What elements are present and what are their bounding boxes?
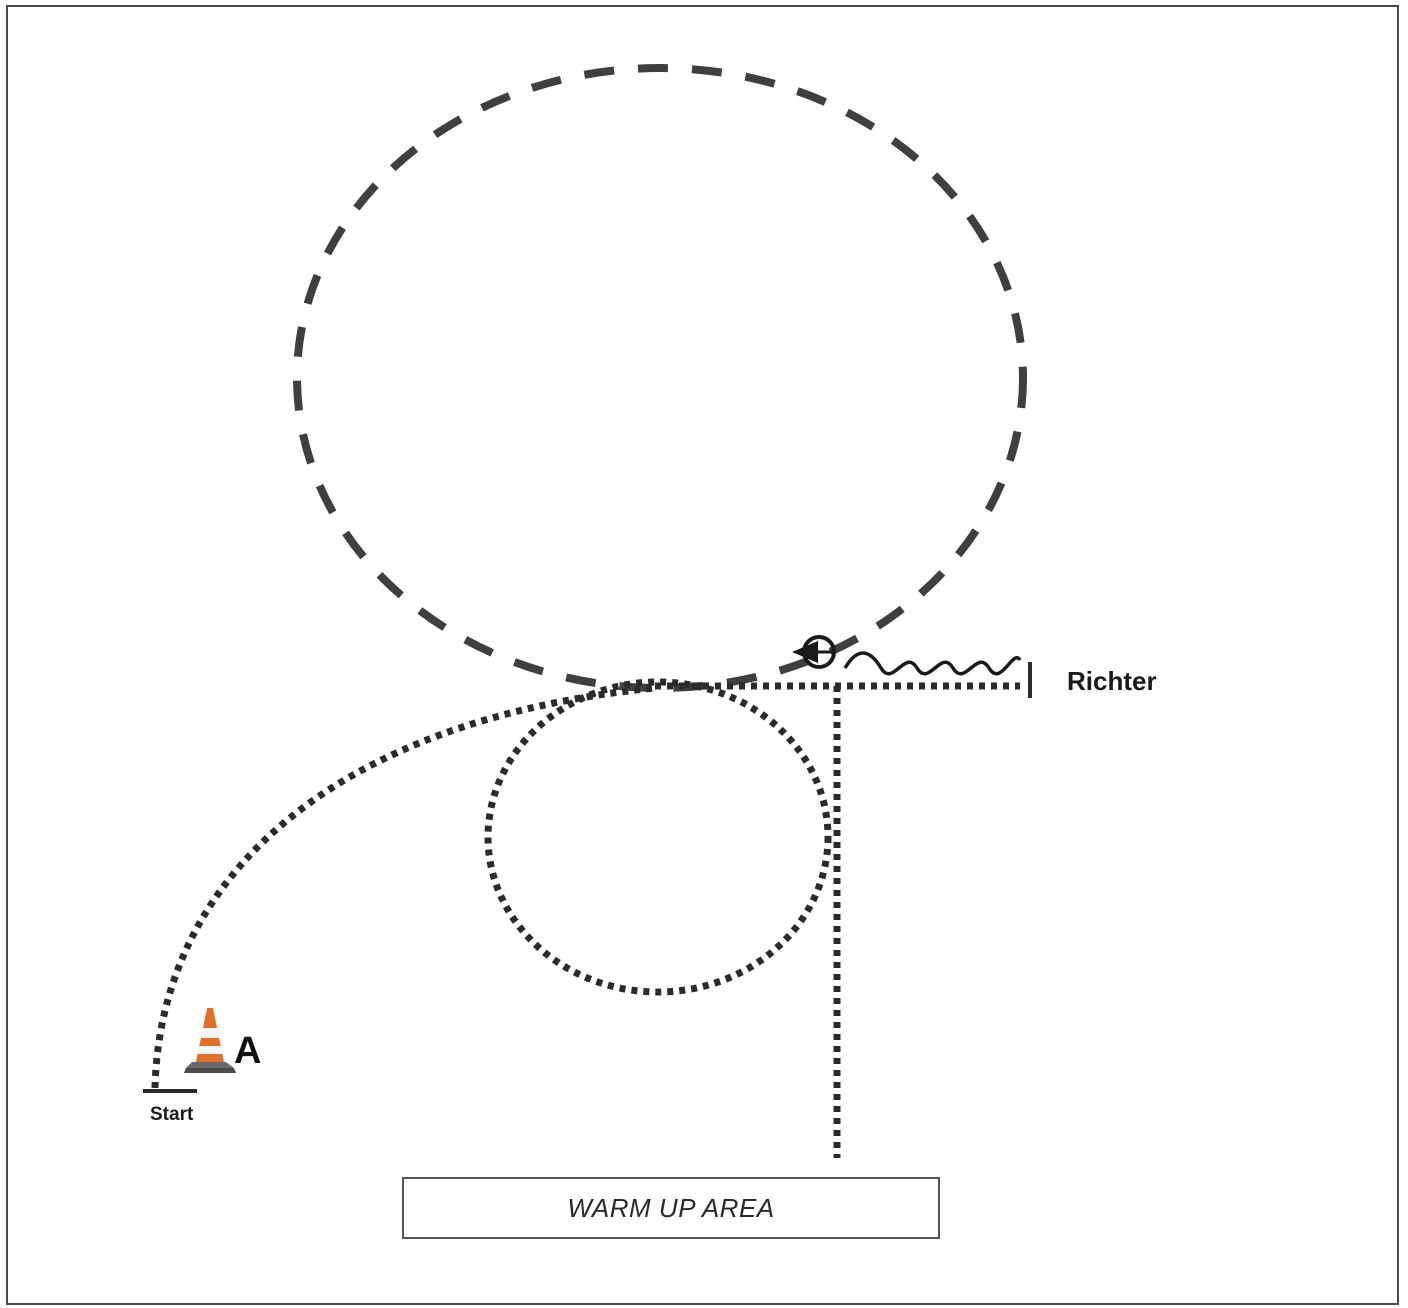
diagram-frame	[6, 5, 1399, 1305]
wavy-line-icon	[843, 651, 1022, 676]
judge-label: Richter	[1067, 666, 1157, 696]
entry-dotted-curve	[151, 684, 656, 1089]
arrow-circle-icon	[792, 635, 836, 669]
marker-a-label: A	[234, 1030, 262, 1072]
warmup-area-box: WARM UP AREA	[402, 1177, 940, 1239]
large-dashed-circle	[293, 64, 1027, 692]
warmup-area-label: WARM UP AREA	[567, 1192, 775, 1223]
start-label: Start	[150, 1104, 194, 1125]
traffic-cone-icon	[184, 1008, 236, 1073]
small-dotted-circle	[484, 678, 832, 996]
